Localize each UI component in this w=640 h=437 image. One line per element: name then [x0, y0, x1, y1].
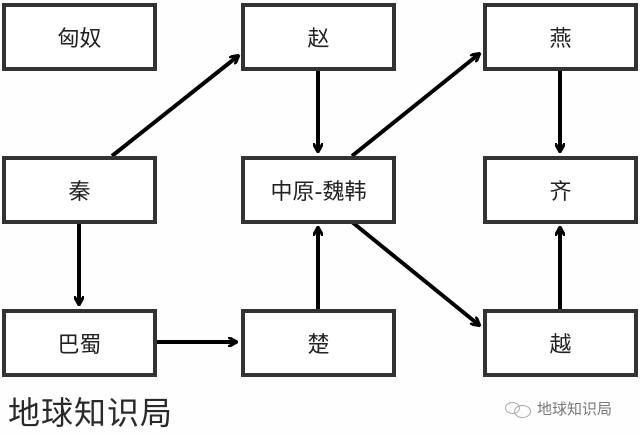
edge-zhongyuan-yan — [350, 54, 479, 158]
node-chu: 楚 — [241, 309, 396, 377]
node-zhao: 赵 — [241, 3, 396, 71]
watermark: 地球知识局 — [505, 398, 612, 419]
node-yue: 越 — [483, 309, 638, 377]
node-zhongyuan: 中原-魏韩 — [241, 156, 396, 224]
brand-title: 地球知识局 — [8, 394, 174, 432]
edge-zhongyuan-yue — [350, 220, 479, 325]
node-qin: 秦 — [2, 156, 157, 224]
node-bashu: 巴蜀 — [2, 309, 157, 377]
edge-qin-zhao — [110, 56, 238, 158]
node-yan: 燕 — [483, 3, 638, 71]
node-qi: 齐 — [483, 156, 638, 224]
node-xiongnu: 匈奴 — [2, 3, 157, 71]
watermark-text: 地球知识局 — [537, 400, 613, 418]
wechat-icon — [505, 401, 531, 418]
